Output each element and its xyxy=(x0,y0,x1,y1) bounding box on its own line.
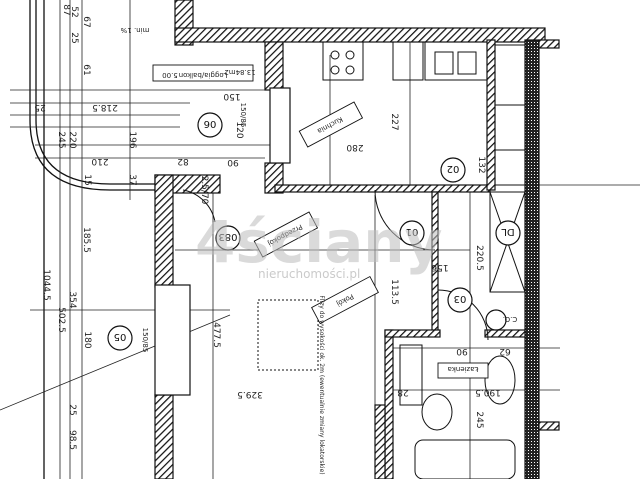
dimension-label: 67 xyxy=(81,16,91,27)
dimension-label: 502.5 xyxy=(56,307,66,333)
dimension-label: 62 xyxy=(499,346,510,356)
room-tag: 06 xyxy=(204,118,217,129)
bathtub-icon xyxy=(414,439,516,479)
dimension-label: 227 xyxy=(389,113,399,130)
dimension-label: 218.5 xyxy=(92,102,118,112)
dimension-label: 354 xyxy=(67,291,77,308)
stove-icon xyxy=(322,41,364,81)
balcony-outline xyxy=(29,0,160,479)
dimension-label: 156 xyxy=(431,262,448,272)
dimension-label: 329.5 xyxy=(237,389,263,399)
room-tag: 03 xyxy=(454,293,467,304)
room-tag: 083 xyxy=(218,231,237,242)
dimension-label: 90 xyxy=(227,157,239,167)
toilet-icon xyxy=(421,393,453,431)
dimension-label: 477.5 xyxy=(211,322,221,348)
dimension-label: 82 xyxy=(177,156,188,166)
dimension-label: 245 xyxy=(474,411,484,428)
window-mark: 150/85 xyxy=(141,328,149,353)
dimension-label: 150 xyxy=(223,91,240,101)
dimension-label: 196 xyxy=(127,131,137,148)
dimension-label: 220 xyxy=(67,131,77,148)
window-mark: 150/85 xyxy=(239,103,247,128)
dimension-label: 210 xyxy=(91,156,108,166)
dl-mark: DL xyxy=(501,226,515,237)
watermark-brand: 4ściany xyxy=(195,208,442,276)
dimension-label: 15 xyxy=(82,174,92,185)
dimension-label: 52 xyxy=(69,6,79,17)
sink-icon xyxy=(424,41,488,81)
walls xyxy=(154,0,560,479)
dimension-label: 2.5/70 xyxy=(199,176,209,205)
dimension-label: 90 xyxy=(456,346,468,356)
dimension-label: 87 xyxy=(61,4,71,15)
co-mark: C.O. xyxy=(503,315,518,323)
dimension-label: 61 xyxy=(81,64,91,75)
room-name: Loggia/balkon xyxy=(179,71,228,79)
dimension-label: 185.5 xyxy=(81,227,91,253)
dimension-label: 25 xyxy=(67,404,77,415)
watermark-sub: nieruchomości.pl xyxy=(258,267,360,281)
dimension-label: 280 xyxy=(346,142,363,152)
dimension-label: 25 xyxy=(69,32,79,43)
room-tag: 02 xyxy=(447,163,460,174)
dimension-label: 28 xyxy=(397,387,409,397)
level-mark: min. 1% xyxy=(120,26,149,34)
dimension-label: 37 xyxy=(127,174,137,185)
dimension-label: 180 xyxy=(82,331,92,348)
dimension-label: 120 xyxy=(234,121,244,138)
dimension-label: 220.5 xyxy=(474,245,484,271)
dimension-label: 25 xyxy=(34,102,45,112)
dimension-label: 132 xyxy=(476,156,486,173)
room-tags xyxy=(107,112,521,351)
dimension-label: 1044.5 xyxy=(41,269,51,301)
dimension-label: 245 xyxy=(56,131,66,148)
tile-note: Flizy do wysokości ok. 2m (ewentualnie z… xyxy=(318,295,325,474)
watermark-logo: 4ściany nieruchomości.pl xyxy=(195,208,442,281)
room-tag: 05 xyxy=(114,331,127,342)
room-area: 13.84m2 xyxy=(224,68,255,76)
dimension-label: 113.5 xyxy=(389,279,399,305)
washbasin-icon xyxy=(484,355,516,405)
room-tag: 01 xyxy=(406,226,419,237)
dimension-label: 190.5 xyxy=(475,387,501,397)
dimension-label: 98.5 xyxy=(67,430,77,450)
room-area: 5.00 xyxy=(162,71,178,79)
room-name: Łazienka xyxy=(448,365,480,373)
